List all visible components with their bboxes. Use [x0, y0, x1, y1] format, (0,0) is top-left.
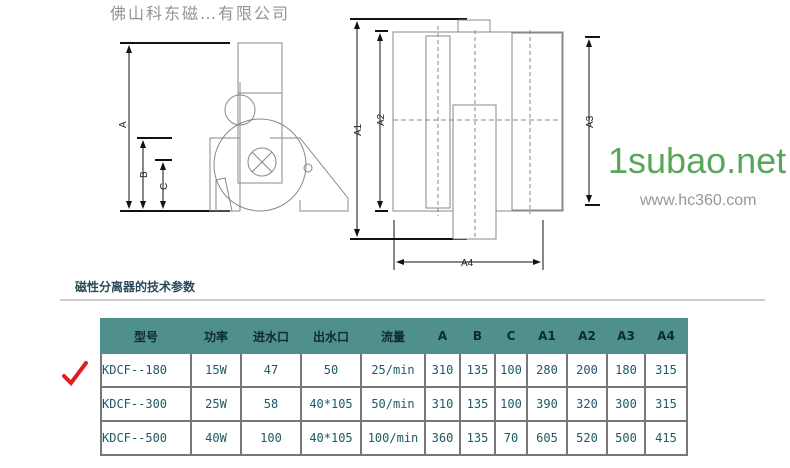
table-cell: 50/min [360, 386, 426, 422]
col-header-b: B [459, 318, 496, 354]
col-header-a: A [424, 318, 461, 354]
table-cell: 415 [644, 420, 688, 456]
table-cell: 310 [424, 386, 461, 422]
table-cell: 315 [644, 386, 688, 422]
model-cell: KDCF--300 [100, 386, 192, 422]
table-cell: 500 [606, 420, 646, 456]
table-cell: 280 [526, 352, 568, 388]
dim-label-c: C [159, 183, 170, 190]
table-cell: 360 [424, 420, 461, 456]
dim-label-a: A [118, 121, 129, 128]
col-header-a3: A3 [606, 318, 646, 354]
table-cell: 100 [494, 352, 528, 388]
table-cell: 135 [459, 386, 496, 422]
table-cell: 70 [494, 420, 528, 456]
checkmark-icon [62, 361, 88, 386]
table-cell: 40*105 [300, 386, 362, 422]
table-cell: 47 [240, 352, 302, 388]
table-header-row: 型号 功率 进水口 出水口 流量 A B C A1 A2 A3 A4 [100, 318, 688, 354]
table-cell: 100/min [360, 420, 426, 456]
col-header-a2: A2 [566, 318, 608, 354]
col-header-flow: 流量 [360, 318, 426, 354]
table-cell: 390 [526, 386, 568, 422]
dim-label-a1: A1 [353, 123, 364, 136]
table-cell: 58 [240, 386, 302, 422]
table-cell: 50 [300, 352, 362, 388]
table-cell: 320 [566, 386, 608, 422]
technical-drawing: A B C A1 A2 A3 A4 [118, 18, 600, 270]
table-cell: 300 [606, 386, 646, 422]
table-cell: 310 [424, 352, 461, 388]
dim-label-a2: A2 [376, 113, 387, 126]
model-cell: KDCF--180 [100, 352, 192, 388]
table-cell: 200 [566, 352, 608, 388]
table-cell: 520 [566, 420, 608, 456]
table-cell: 40*105 [300, 420, 362, 456]
col-header-a4: A4 [644, 318, 688, 354]
side-view [120, 42, 349, 212]
table-cell: 100 [240, 420, 302, 456]
table-cell: 25W [190, 386, 242, 422]
col-header-outlet: 出水口 [300, 318, 362, 354]
spec-table: 型号 功率 进水口 出水口 流量 A B C A1 A2 A3 A4 KDCF-… [100, 318, 688, 456]
dim-label-b: B [139, 171, 150, 178]
col-header-c: C [494, 318, 528, 354]
table-cell: 40W [190, 420, 242, 456]
table-cell: 180 [606, 352, 646, 388]
col-header-inlet: 进水口 [240, 318, 302, 354]
col-header-a1: A1 [526, 318, 568, 354]
table-cell: 605 [526, 420, 568, 456]
dim-label-a4: A4 [461, 258, 474, 269]
col-header-power: 功率 [190, 318, 242, 354]
table-cell: 135 [459, 420, 496, 456]
table-cell: 25/min [360, 352, 426, 388]
col-header-model: 型号 [100, 318, 192, 354]
model-cell: KDCF--500 [100, 420, 192, 456]
section-title: 磁性分离器的技术参数 [75, 280, 196, 294]
table-cell: 315 [644, 352, 688, 388]
dim-label-a3: A3 [585, 115, 596, 128]
section-divider [60, 299, 765, 301]
front-view [350, 18, 600, 270]
table-cell: 135 [459, 352, 496, 388]
table-cell: 100 [494, 386, 528, 422]
table-cell: 15W [190, 352, 242, 388]
